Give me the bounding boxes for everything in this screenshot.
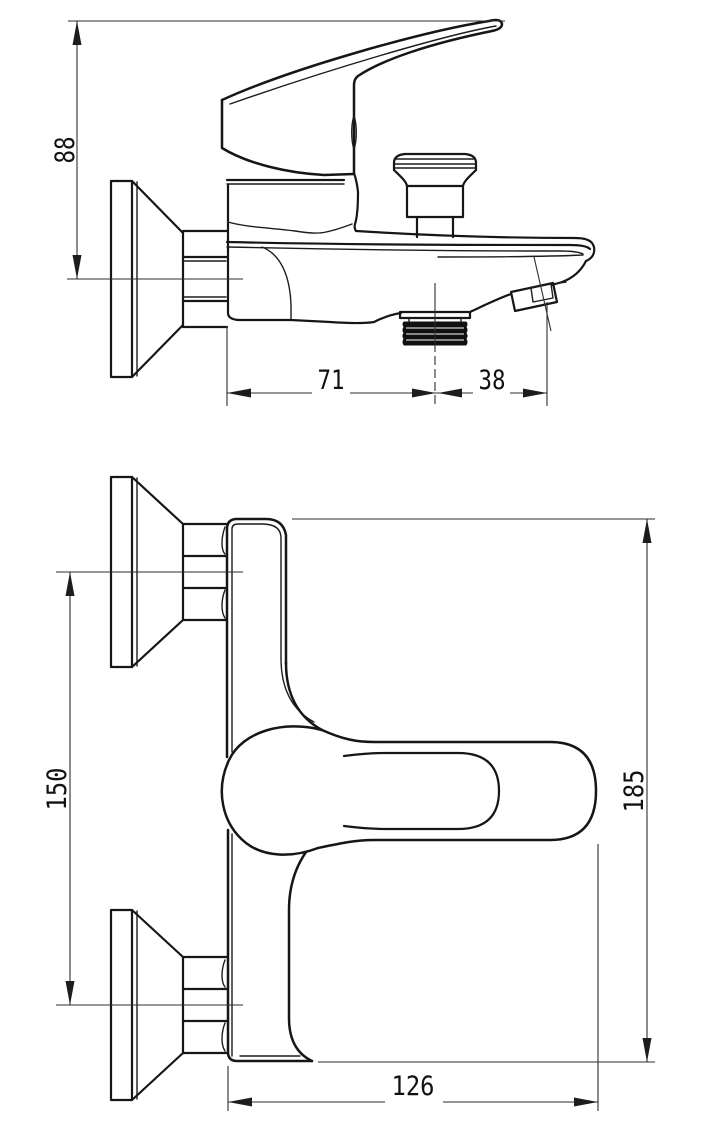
dim-overall-height-label: 185	[619, 770, 650, 813]
dim-outlet-offset-label: 71	[318, 365, 345, 396]
faucet-body-front	[225, 517, 324, 1063]
front-view: 150 185 126	[42, 475, 655, 1111]
dimension-185: 185	[292, 518, 655, 1063]
dim-overall-width-label: 126	[392, 1071, 435, 1102]
side-view: 88 71 38	[50, 18, 596, 406]
shower-outlet-thread	[398, 283, 472, 404]
faucet-body-side	[225, 171, 596, 325]
dimension-150: 150	[42, 571, 243, 1006]
dim-height-label: 88	[50, 137, 81, 164]
aerator-axis-line	[533, 256, 552, 332]
wall-flange-lower	[109, 908, 229, 1102]
dim-inlet-spacing-label: 150	[42, 768, 73, 811]
dimension-126: 126	[227, 844, 599, 1111]
aerator-detail	[509, 256, 567, 332]
lever-handle-side	[220, 18, 504, 177]
wall-flange-upper	[109, 475, 229, 669]
dim-aerator-offset-label: 38	[479, 365, 506, 396]
handle-front	[220, 725, 598, 856]
diverter-knob	[392, 152, 478, 239]
dimension-71-38: 71 38	[226, 302, 548, 406]
dimension-88: 88	[50, 20, 505, 280]
